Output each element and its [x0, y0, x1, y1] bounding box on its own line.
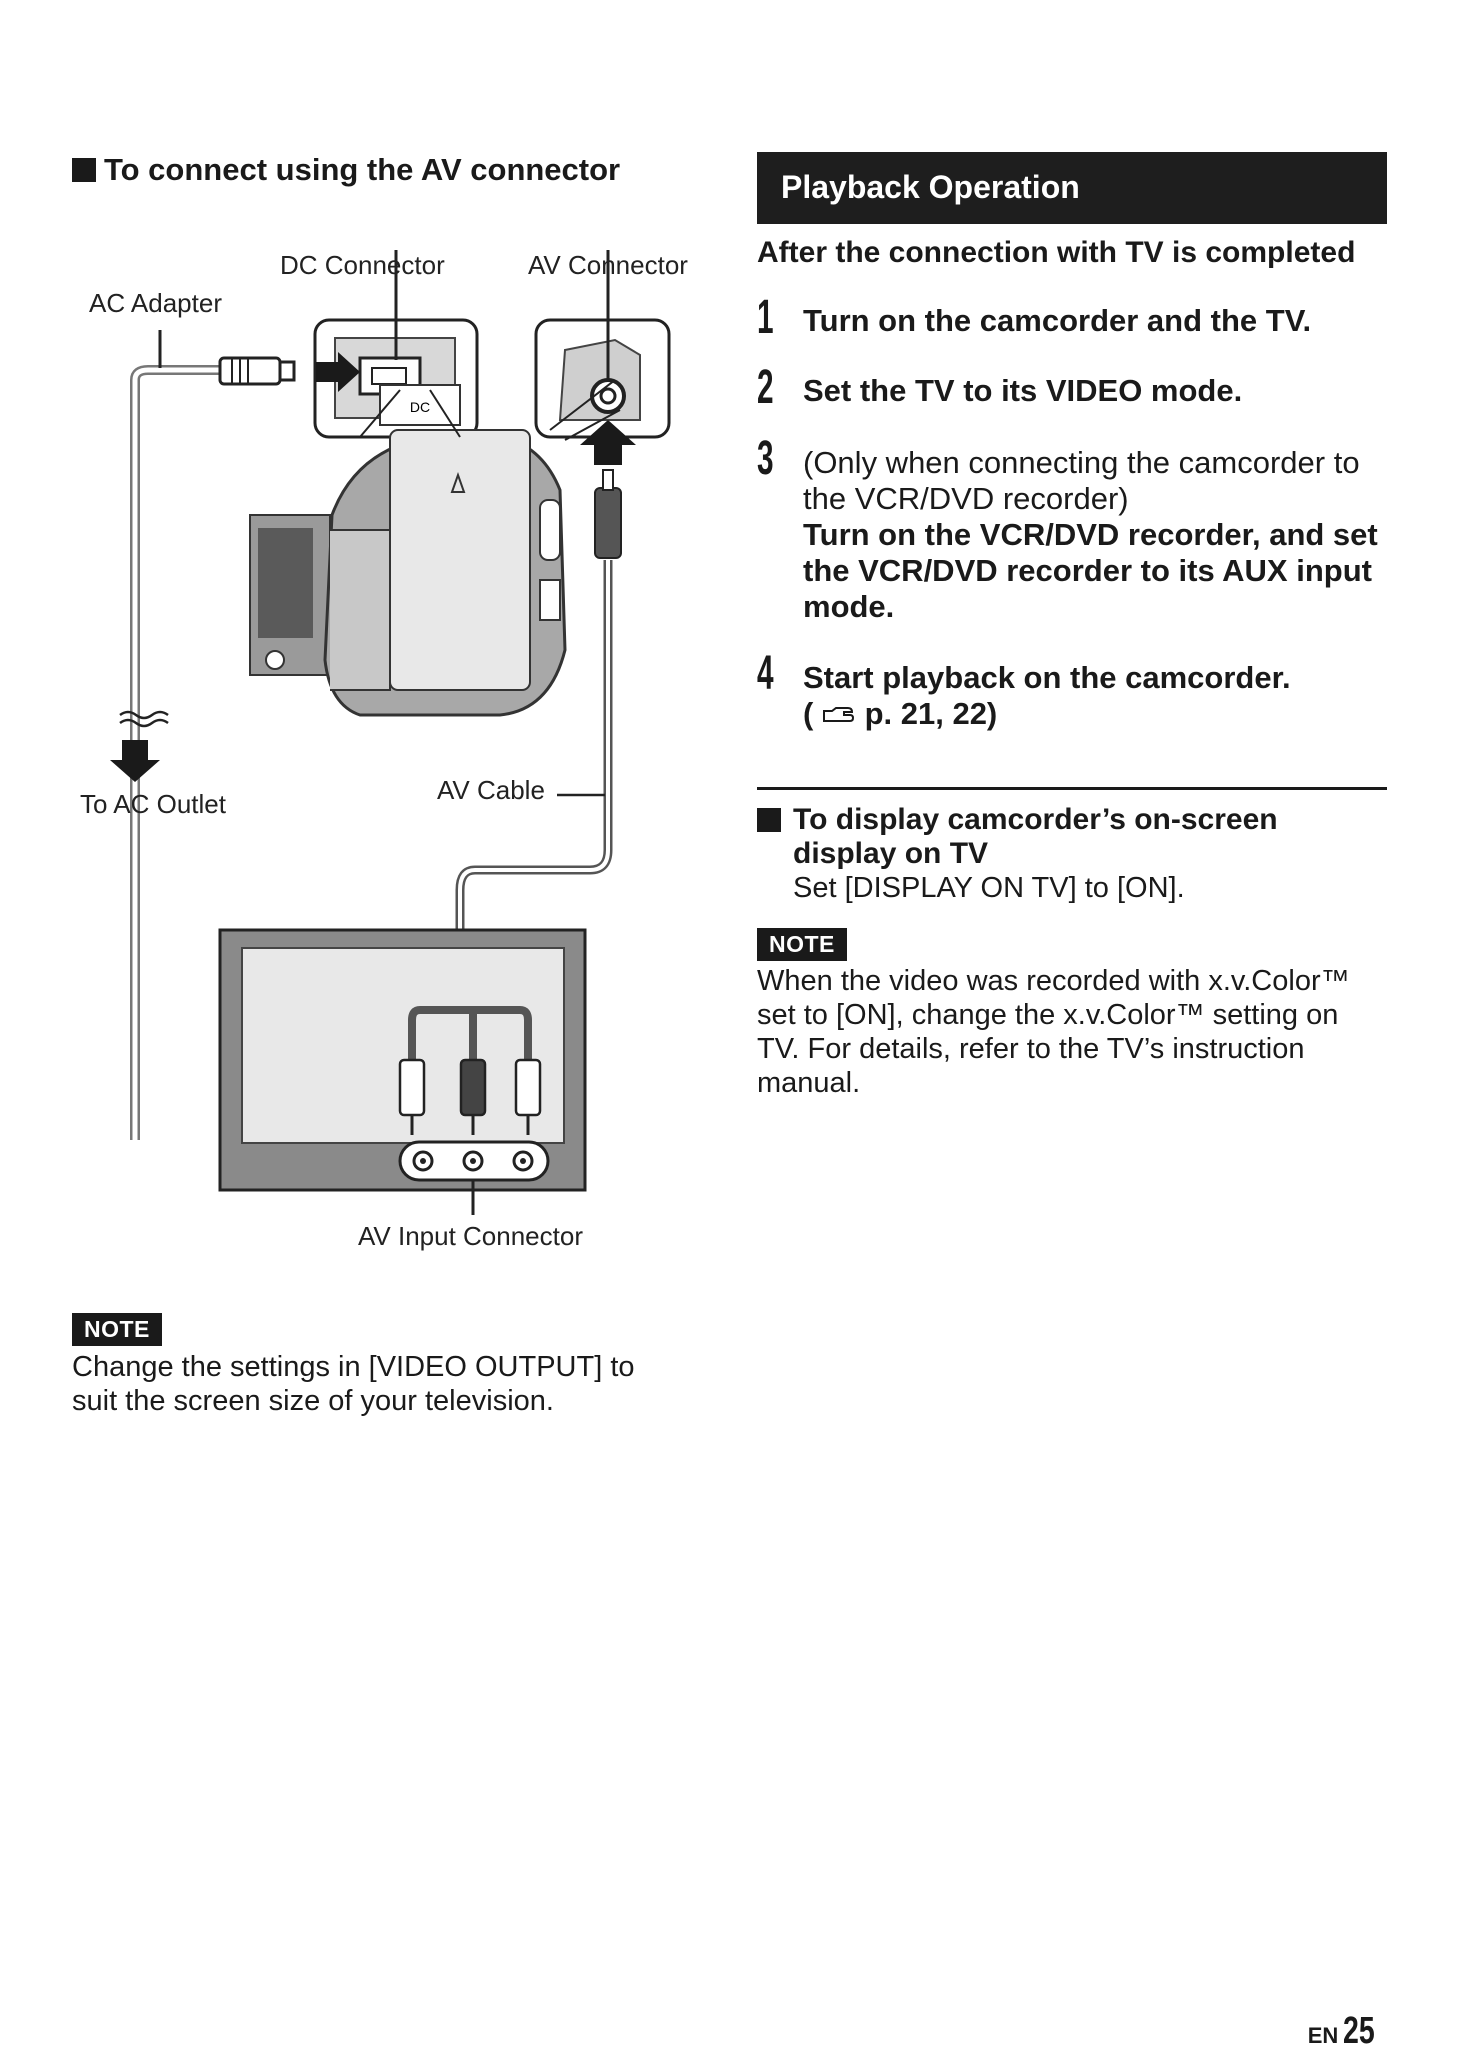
step-4-content: Start playback on the camcorder. ( p. 21…: [803, 660, 1393, 732]
section-heading-av-connector: To connect using the AV connector: [72, 152, 620, 188]
label-ac-adapter: AC Adapter: [89, 288, 222, 318]
step-4-reference: ( p. 21, 22): [803, 696, 1393, 732]
step-1-text: Turn on the camcorder and the TV.: [803, 303, 1312, 338]
step-4-text: Start playback on the camcorder.: [803, 660, 1291, 695]
connection-diagram: DC: [110, 250, 671, 1215]
right-arrow-icon: [316, 352, 360, 392]
page-number: EN 25: [1308, 2010, 1385, 2053]
display-on-tv-heading: To display camcorder’s on-screen display…: [757, 803, 1387, 871]
square-bullet-icon: [72, 158, 96, 182]
down-arrow-icon: [110, 740, 160, 782]
page-lang: EN: [1307, 2023, 1339, 2048]
left-note-text: Change the settings in [VIDEO OUTPUT] to…: [72, 1351, 635, 1417]
rca-plugs-icon: [398, 1058, 542, 1135]
step-3-content: (Only when connecting the camcorder to t…: [803, 445, 1393, 625]
label-av-connector: AV Connector: [528, 250, 688, 280]
page-number-value: 25: [1342, 2010, 1375, 2052]
camcorder-illustration: DC: [249, 379, 621, 717]
step-4-ref-pages: p. 21, 22): [864, 696, 998, 731]
step-2-number: 2: [757, 361, 774, 414]
step-3-precondition: (Only when connecting the camcorder to t…: [803, 445, 1360, 516]
step-3-number: 3: [757, 432, 774, 485]
display-on-tv-instruction: Set [DISPLAY ON TV] to [ON].: [793, 872, 1185, 904]
step-2-text: Set the TV to its VIDEO mode.: [803, 373, 1243, 408]
pointing-hand-icon: [822, 707, 854, 722]
label-av-cable: AV Cable: [437, 775, 545, 805]
step-4-number: 4: [757, 647, 774, 700]
step-4-ref-open: (: [803, 696, 814, 731]
label-to-ac-outlet: To AC Outlet: [80, 789, 226, 819]
dc-plug-icon: [218, 356, 282, 386]
playback-operation-banner: Playback Operation: [757, 152, 1387, 224]
after-connection-subheading: After the connection with TV is complete…: [757, 236, 1356, 269]
square-bullet-icon: [757, 808, 781, 832]
display-on-tv-section: To display camcorder’s on-screen display…: [757, 803, 1387, 905]
up-arrow-icon: [580, 420, 636, 465]
left-note-badge: NOTE: [72, 1313, 162, 1346]
dc-mark: DC: [410, 399, 430, 415]
note-badge-text: NOTE: [72, 1313, 162, 1346]
step-3-text: Turn on the VCR/DVD recorder, and set th…: [803, 517, 1378, 624]
step-1-number: 1: [757, 291, 774, 344]
section-heading-text: To connect using the AV connector: [104, 152, 621, 187]
right-note-text: When the video was recorded with x.v.Col…: [757, 965, 1350, 1099]
display-heading-text: To display camcorder’s on-screen display…: [793, 803, 1278, 870]
label-dc-connector: DC Connector: [280, 250, 445, 280]
section-divider: [757, 787, 1387, 790]
right-note-badge: NOTE: [757, 928, 847, 961]
note-badge-text: NOTE: [757, 928, 847, 961]
label-av-input-connector: AV Input Connector: [358, 1221, 583, 1251]
banner-text: Playback Operation: [781, 169, 1080, 205]
